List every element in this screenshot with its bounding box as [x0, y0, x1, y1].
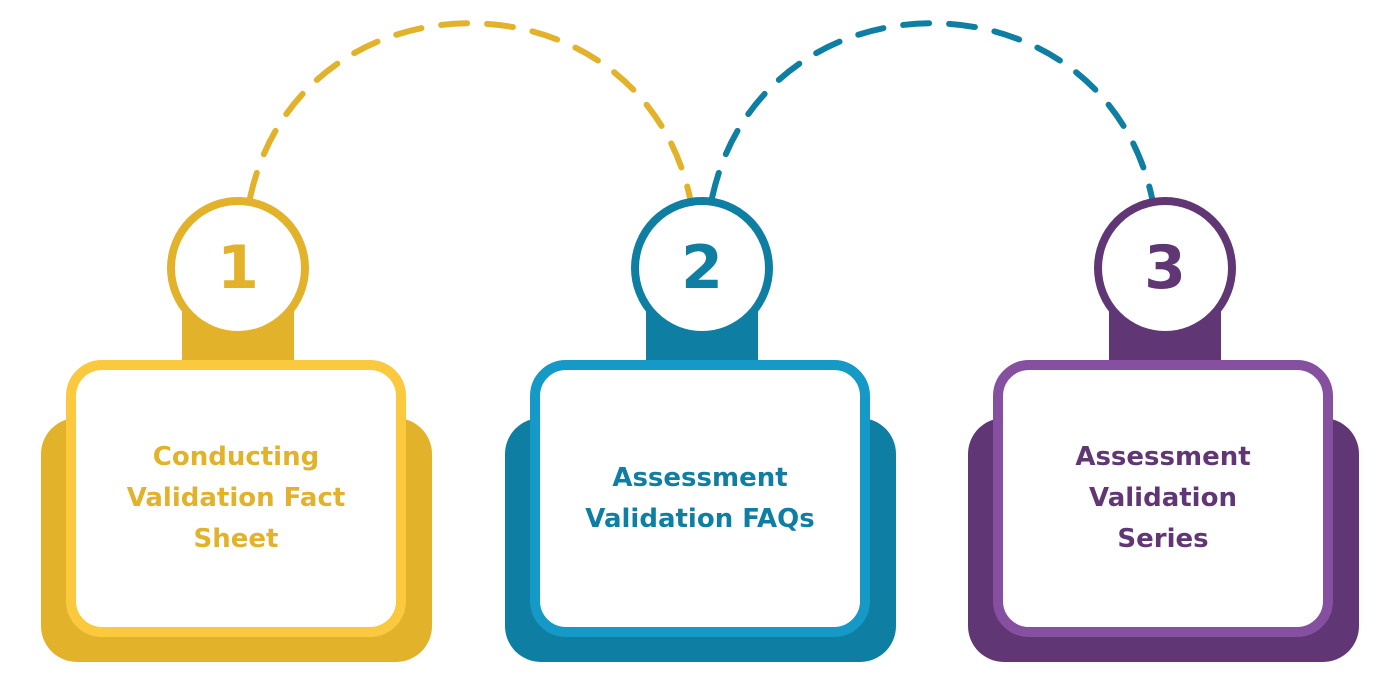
step-number-badge: 3: [1094, 197, 1236, 339]
step-card: Assessment Validation Series: [993, 360, 1333, 637]
step-label: Conducting Validation Fact Sheet: [126, 442, 346, 554]
step-card: Assessment Validation FAQs: [530, 360, 870, 637]
connector-arc-1-2: [247, 20, 693, 201]
step-label: Assessment Validation Series: [1075, 442, 1251, 554]
step-number-badge: 2: [631, 197, 773, 339]
step-2: Assessment Validation FAQs 2: [505, 0, 905, 697]
step-3: Assessment Validation Series 3: [968, 0, 1368, 697]
step-1: Conducting Validation Fact Sheet 1: [41, 0, 441, 697]
step-number: 1: [217, 233, 259, 303]
step-number: 2: [681, 233, 723, 303]
step-number-badge: 1: [167, 197, 309, 339]
connector-arc-2-3: [709, 20, 1155, 201]
step-card: Conducting Validation Fact Sheet: [66, 360, 406, 637]
step-label: Assessment Validation FAQs: [585, 462, 815, 534]
step-number: 3: [1144, 233, 1186, 303]
